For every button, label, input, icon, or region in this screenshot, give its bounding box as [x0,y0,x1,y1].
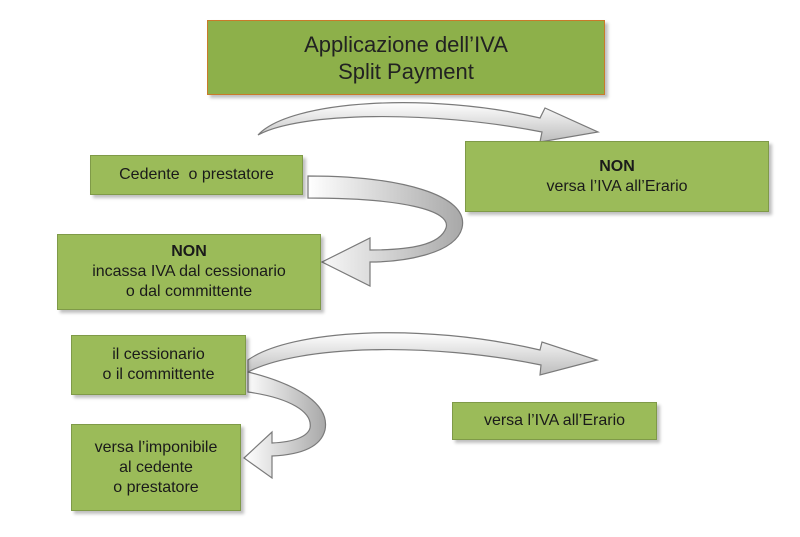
imponibile-box: versa l’imponibile al cedente o prestato… [71,424,241,511]
non-versa-text: versa l’IVA all’Erario [546,177,688,195]
cessionario-line-1: il cessionario [112,346,205,363]
versa-box: versa l’IVA all’Erario [452,402,657,440]
arrow-cessionario-to-imponibile [243,371,327,480]
arrow-cedente-to-non-incassa [307,175,464,287]
title-box: Applicazione dell’IVA Split Payment [207,20,605,95]
versa-text: versa l’IVA all’Erario [483,412,626,429]
title-line-1: Applicazione dell’IVA [304,31,508,57]
imponibile-line-1: versa l’imponibile [94,438,218,456]
imponibile-line-3: o prestatore [113,478,199,496]
arrow-cessionario-to-versa [247,332,600,376]
title-line-2: Split Payment [338,58,474,84]
non-versa-heading: NON [599,157,635,175]
arrow-title-to-non-versa [257,102,601,143]
non-incassa-heading: NON [171,243,207,260]
non-incassa-box: NON incassa IVA dal cessionario o dal co… [57,234,321,310]
cedente-box: Cedente o prestatore [90,155,303,195]
cessionario-box: il cessionario o il committente [71,335,246,395]
non-incassa-line-1: incassa IVA dal cessionario [92,263,286,280]
imponibile-line-2: al cedente [119,458,193,476]
cedente-label: Cedente o prestatore [119,166,274,183]
cessionario-line-2: o il committente [102,366,215,383]
non-versa-box: NON versa l’IVA all’Erario [465,141,769,212]
non-incassa-line-2: o dal committente [125,283,253,300]
